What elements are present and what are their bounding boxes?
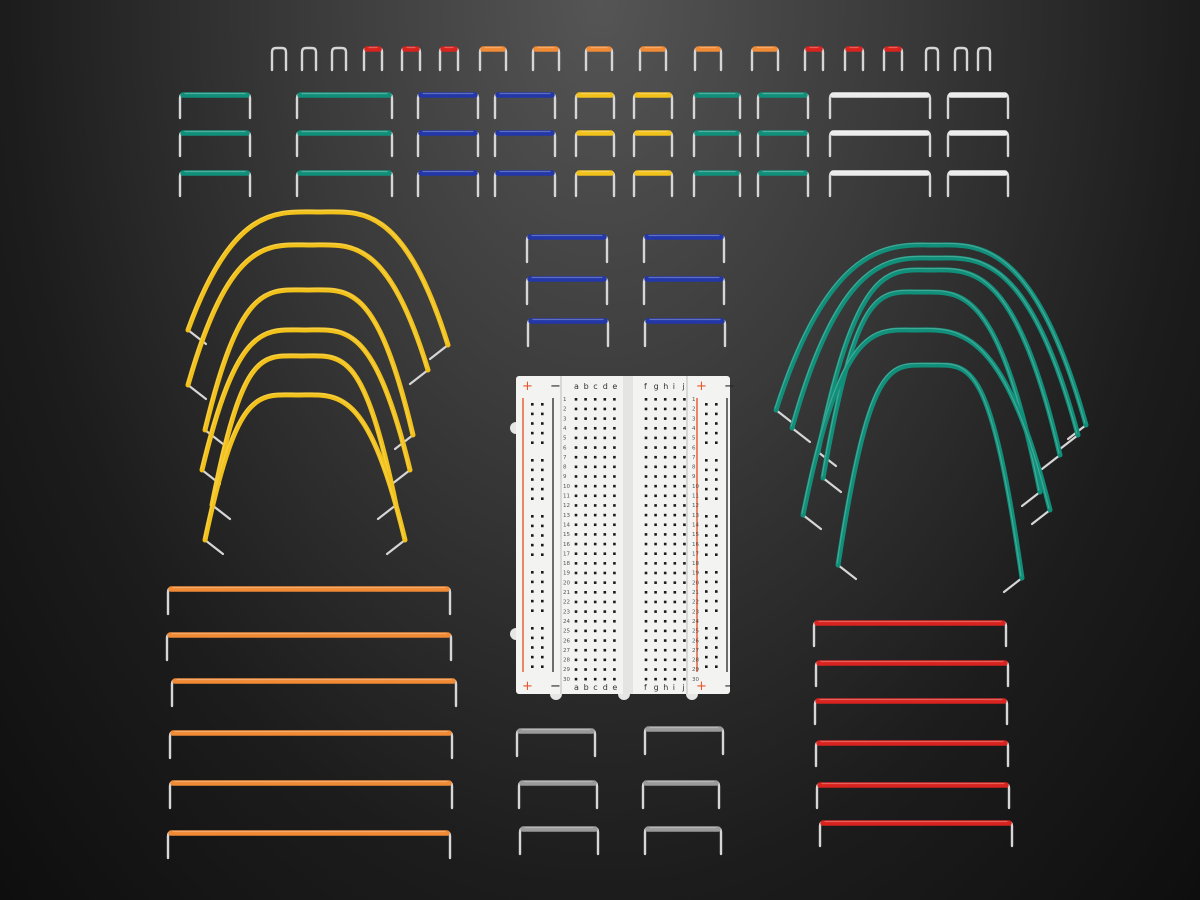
svg-text:17: 17 [563,551,570,557]
svg-text:h: h [663,382,668,391]
rail-plus-label: + [522,379,533,394]
svg-text:17: 17 [692,551,699,557]
blue-jumper-set [525,234,727,348]
svg-text:i: i [673,683,675,692]
rail-minus-label: − [724,379,735,394]
svg-text:b: b [584,382,589,391]
svg-text:+: + [522,679,533,694]
svg-text:24: 24 [563,619,570,625]
svg-text:16: 16 [563,542,570,548]
svg-text:g: g [654,683,659,692]
svg-text:5: 5 [563,436,567,442]
svg-text:h: h [663,683,668,692]
svg-text:7: 7 [692,455,696,461]
svg-text:9: 9 [563,474,567,480]
svg-text:30: 30 [692,677,699,683]
svg-text:f: f [644,683,647,692]
svg-text:23: 23 [692,609,699,615]
svg-text:6: 6 [563,445,567,451]
svg-text:29: 29 [692,667,699,673]
svg-text:2: 2 [692,407,696,413]
svg-text:14: 14 [692,522,699,528]
svg-text:18: 18 [692,561,699,567]
svg-text:12: 12 [692,503,699,509]
svg-text:7: 7 [563,455,567,461]
yellow-arched-jumpers [185,209,451,556]
svg-text:29: 29 [563,667,570,673]
svg-text:3: 3 [563,416,567,422]
svg-text:j: j [681,382,684,391]
svg-text:d: d [603,382,608,391]
orange-long-jumpers [165,586,458,860]
green-arched-jumpers [773,242,1089,594]
svg-text:−: − [550,679,561,694]
rail-minus-label: − [550,379,561,394]
svg-text:21: 21 [563,590,570,596]
svg-text:16: 16 [692,542,699,548]
svg-text:18: 18 [563,561,570,567]
svg-text:4: 4 [563,426,567,432]
svg-text:22: 22 [563,600,570,606]
short-jumper-row [270,46,992,72]
svg-text:10: 10 [692,484,699,490]
svg-text:15: 15 [563,532,570,538]
svg-text:3: 3 [692,416,696,422]
jumper-grid [178,92,1010,198]
svg-text:g: g [654,382,659,391]
svg-text:11: 11 [563,494,570,500]
svg-text:22: 22 [692,600,699,606]
svg-text:28: 28 [563,658,570,664]
svg-text:27: 27 [563,648,570,654]
svg-text:25: 25 [692,629,699,635]
svg-text:1: 1 [692,397,696,403]
svg-text:20: 20 [563,580,570,586]
svg-text:8: 8 [563,465,567,471]
svg-text:13: 13 [692,513,699,519]
svg-text:25: 25 [563,629,570,635]
svg-text:26: 26 [692,638,699,644]
svg-text:j: j [681,683,684,692]
svg-text:a: a [574,382,579,391]
svg-text:2: 2 [563,407,567,413]
svg-text:11: 11 [692,494,699,500]
rail-plus-label: + [696,379,707,394]
svg-text:f: f [644,382,647,391]
svg-text:5: 5 [692,436,696,442]
svg-text:15: 15 [692,532,699,538]
svg-text:19: 19 [563,571,570,577]
svg-text:28: 28 [692,658,699,664]
svg-text:c: c [593,683,597,692]
svg-text:21: 21 [692,590,699,596]
svg-text:9: 9 [692,474,696,480]
svg-text:23: 23 [563,609,570,615]
red-long-jumpers [812,620,1014,848]
svg-text:14: 14 [563,522,570,528]
svg-text:a: a [574,683,579,692]
svg-text:i: i [673,382,675,391]
svg-text:12: 12 [563,503,570,509]
svg-text:−: − [724,679,735,694]
svg-text:13: 13 [563,513,570,519]
svg-text:+: + [696,679,707,694]
svg-text:26: 26 [563,638,570,644]
svg-text:6: 6 [692,445,696,451]
svg-text:30: 30 [563,677,570,683]
svg-text:b: b [584,683,589,692]
svg-text:20: 20 [692,580,699,586]
svg-text:10: 10 [563,484,570,490]
svg-text:27: 27 [692,648,699,654]
svg-text:e: e [612,382,617,391]
svg-text:4: 4 [692,426,696,432]
grey-jumper-set [515,726,725,856]
svg-text:c: c [593,382,597,391]
svg-text:d: d [603,683,608,692]
svg-text:19: 19 [692,571,699,577]
svg-text:e: e [612,683,617,692]
svg-text:8: 8 [692,465,696,471]
svg-text:1: 1 [563,397,567,403]
svg-text:24: 24 [692,619,699,625]
